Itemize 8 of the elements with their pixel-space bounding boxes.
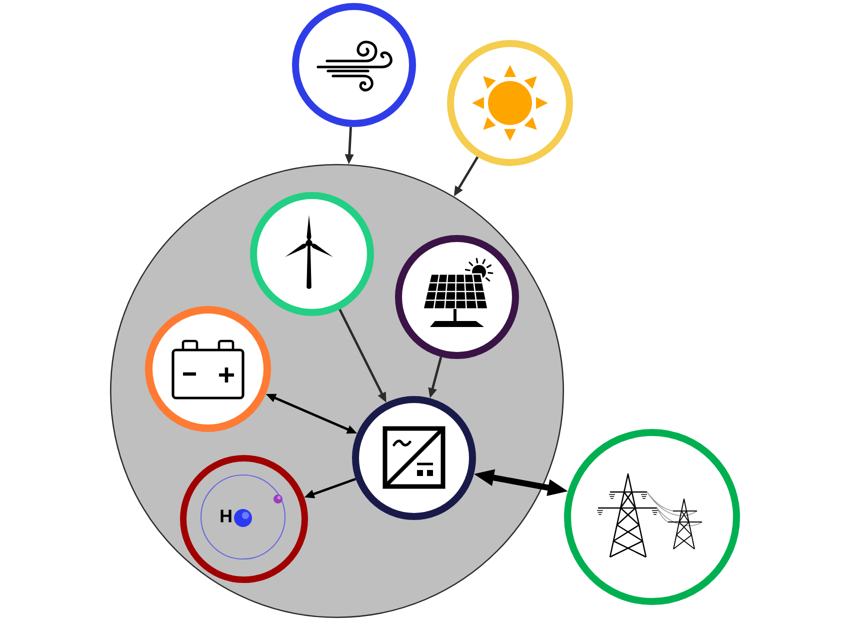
arrow	[428, 356, 442, 398]
arrow	[454, 156, 479, 196]
arrow	[338, 308, 386, 403]
double-headed-arrow	[266, 394, 358, 434]
arrow	[344, 126, 354, 164]
double-headed-arrow	[474, 469, 568, 496]
element-symbol: H	[220, 510, 232, 522]
arrow	[304, 478, 356, 498]
